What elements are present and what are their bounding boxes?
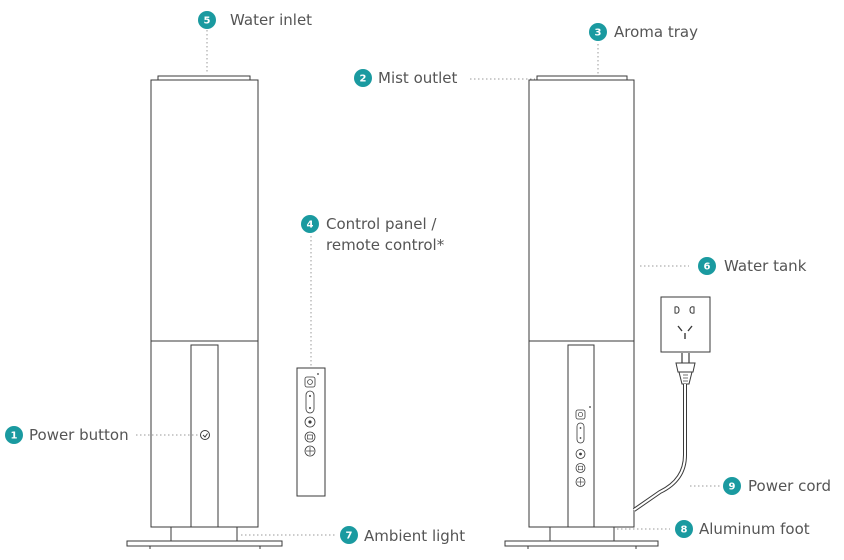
left-foot — [126, 540, 283, 547]
right-upper-body — [528, 79, 635, 342]
svg-text:Mist outlet: Mist outlet — [378, 69, 458, 87]
callout-power-cord: 9 Power cord — [723, 477, 831, 495]
timer-icon — [575, 463, 586, 473]
svg-text:Water inlet: Water inlet — [230, 11, 312, 29]
badge — [5, 426, 23, 444]
callout-aroma-tray: 3 Aroma tray — [589, 23, 698, 41]
power-icon — [304, 376, 316, 388]
badge — [198, 11, 216, 29]
svg-text:1: 1 — [11, 431, 18, 442]
right-humidifier — [504, 75, 659, 549]
left-upper-body — [150, 79, 259, 342]
svg-text:Power button: Power button — [29, 426, 129, 444]
callout-control-panel: 4 Control panel / remote control* — [301, 215, 445, 254]
callout-aluminum-foot: 8 Aluminum foot — [675, 520, 810, 538]
callout-mist-outlet: 2 Mist outlet — [354, 69, 458, 87]
power-cord — [632, 384, 687, 512]
mist-level-icon — [576, 422, 585, 444]
callout-ambient-light: 7 Ambient light — [340, 526, 465, 545]
plug-icon — [675, 353, 696, 385]
svg-text:Ambient light: Ambient light — [364, 527, 465, 545]
light-icon — [304, 445, 316, 457]
badge — [340, 526, 358, 544]
svg-text:9: 9 — [729, 482, 736, 493]
right-neck — [549, 526, 615, 542]
badge — [675, 520, 693, 538]
svg-text:8: 8 — [681, 525, 688, 536]
svg-text:remote control*: remote control* — [326, 236, 445, 254]
remote-indicator-dot — [317, 373, 319, 375]
svg-text:6: 6 — [704, 262, 711, 273]
svg-text:3: 3 — [595, 28, 602, 39]
callout-water-tank: 6 Water tank — [698, 257, 807, 275]
power-icon — [200, 430, 210, 440]
badge — [301, 215, 319, 233]
badge — [589, 23, 607, 41]
callout-power-button: 1 Power button — [5, 426, 129, 444]
right-aroma-tray — [536, 75, 628, 81]
svg-text:7: 7 — [346, 531, 353, 542]
timer-icon — [304, 431, 316, 443]
remote-control — [296, 367, 326, 497]
badge — [354, 69, 372, 87]
svg-text:Power cord: Power cord — [748, 477, 831, 495]
right-control-panel — [575, 406, 591, 487]
svg-text:2: 2 — [360, 74, 367, 85]
svg-text:4: 4 — [307, 220, 314, 231]
badge — [723, 477, 741, 495]
power-icon — [575, 409, 586, 420]
svg-text:Control panel /: Control panel / — [326, 215, 437, 233]
svg-text:Water tank: Water tank — [724, 257, 807, 275]
left-humidifier — [126, 75, 283, 549]
svg-text:Aroma tray: Aroma tray — [614, 23, 698, 41]
callout-water-inlet: 5 Water inlet — [198, 11, 312, 29]
mist-level-icon — [305, 390, 315, 414]
badge — [698, 257, 716, 275]
outlet-icon — [660, 296, 711, 353]
svg-text:5: 5 — [204, 16, 211, 27]
left-water-inlet-cap — [157, 75, 251, 81]
fan-icon — [304, 416, 316, 428]
svg-text:Aluminum foot: Aluminum foot — [699, 520, 810, 538]
right-foot — [504, 540, 659, 547]
left-neck — [170, 526, 238, 542]
